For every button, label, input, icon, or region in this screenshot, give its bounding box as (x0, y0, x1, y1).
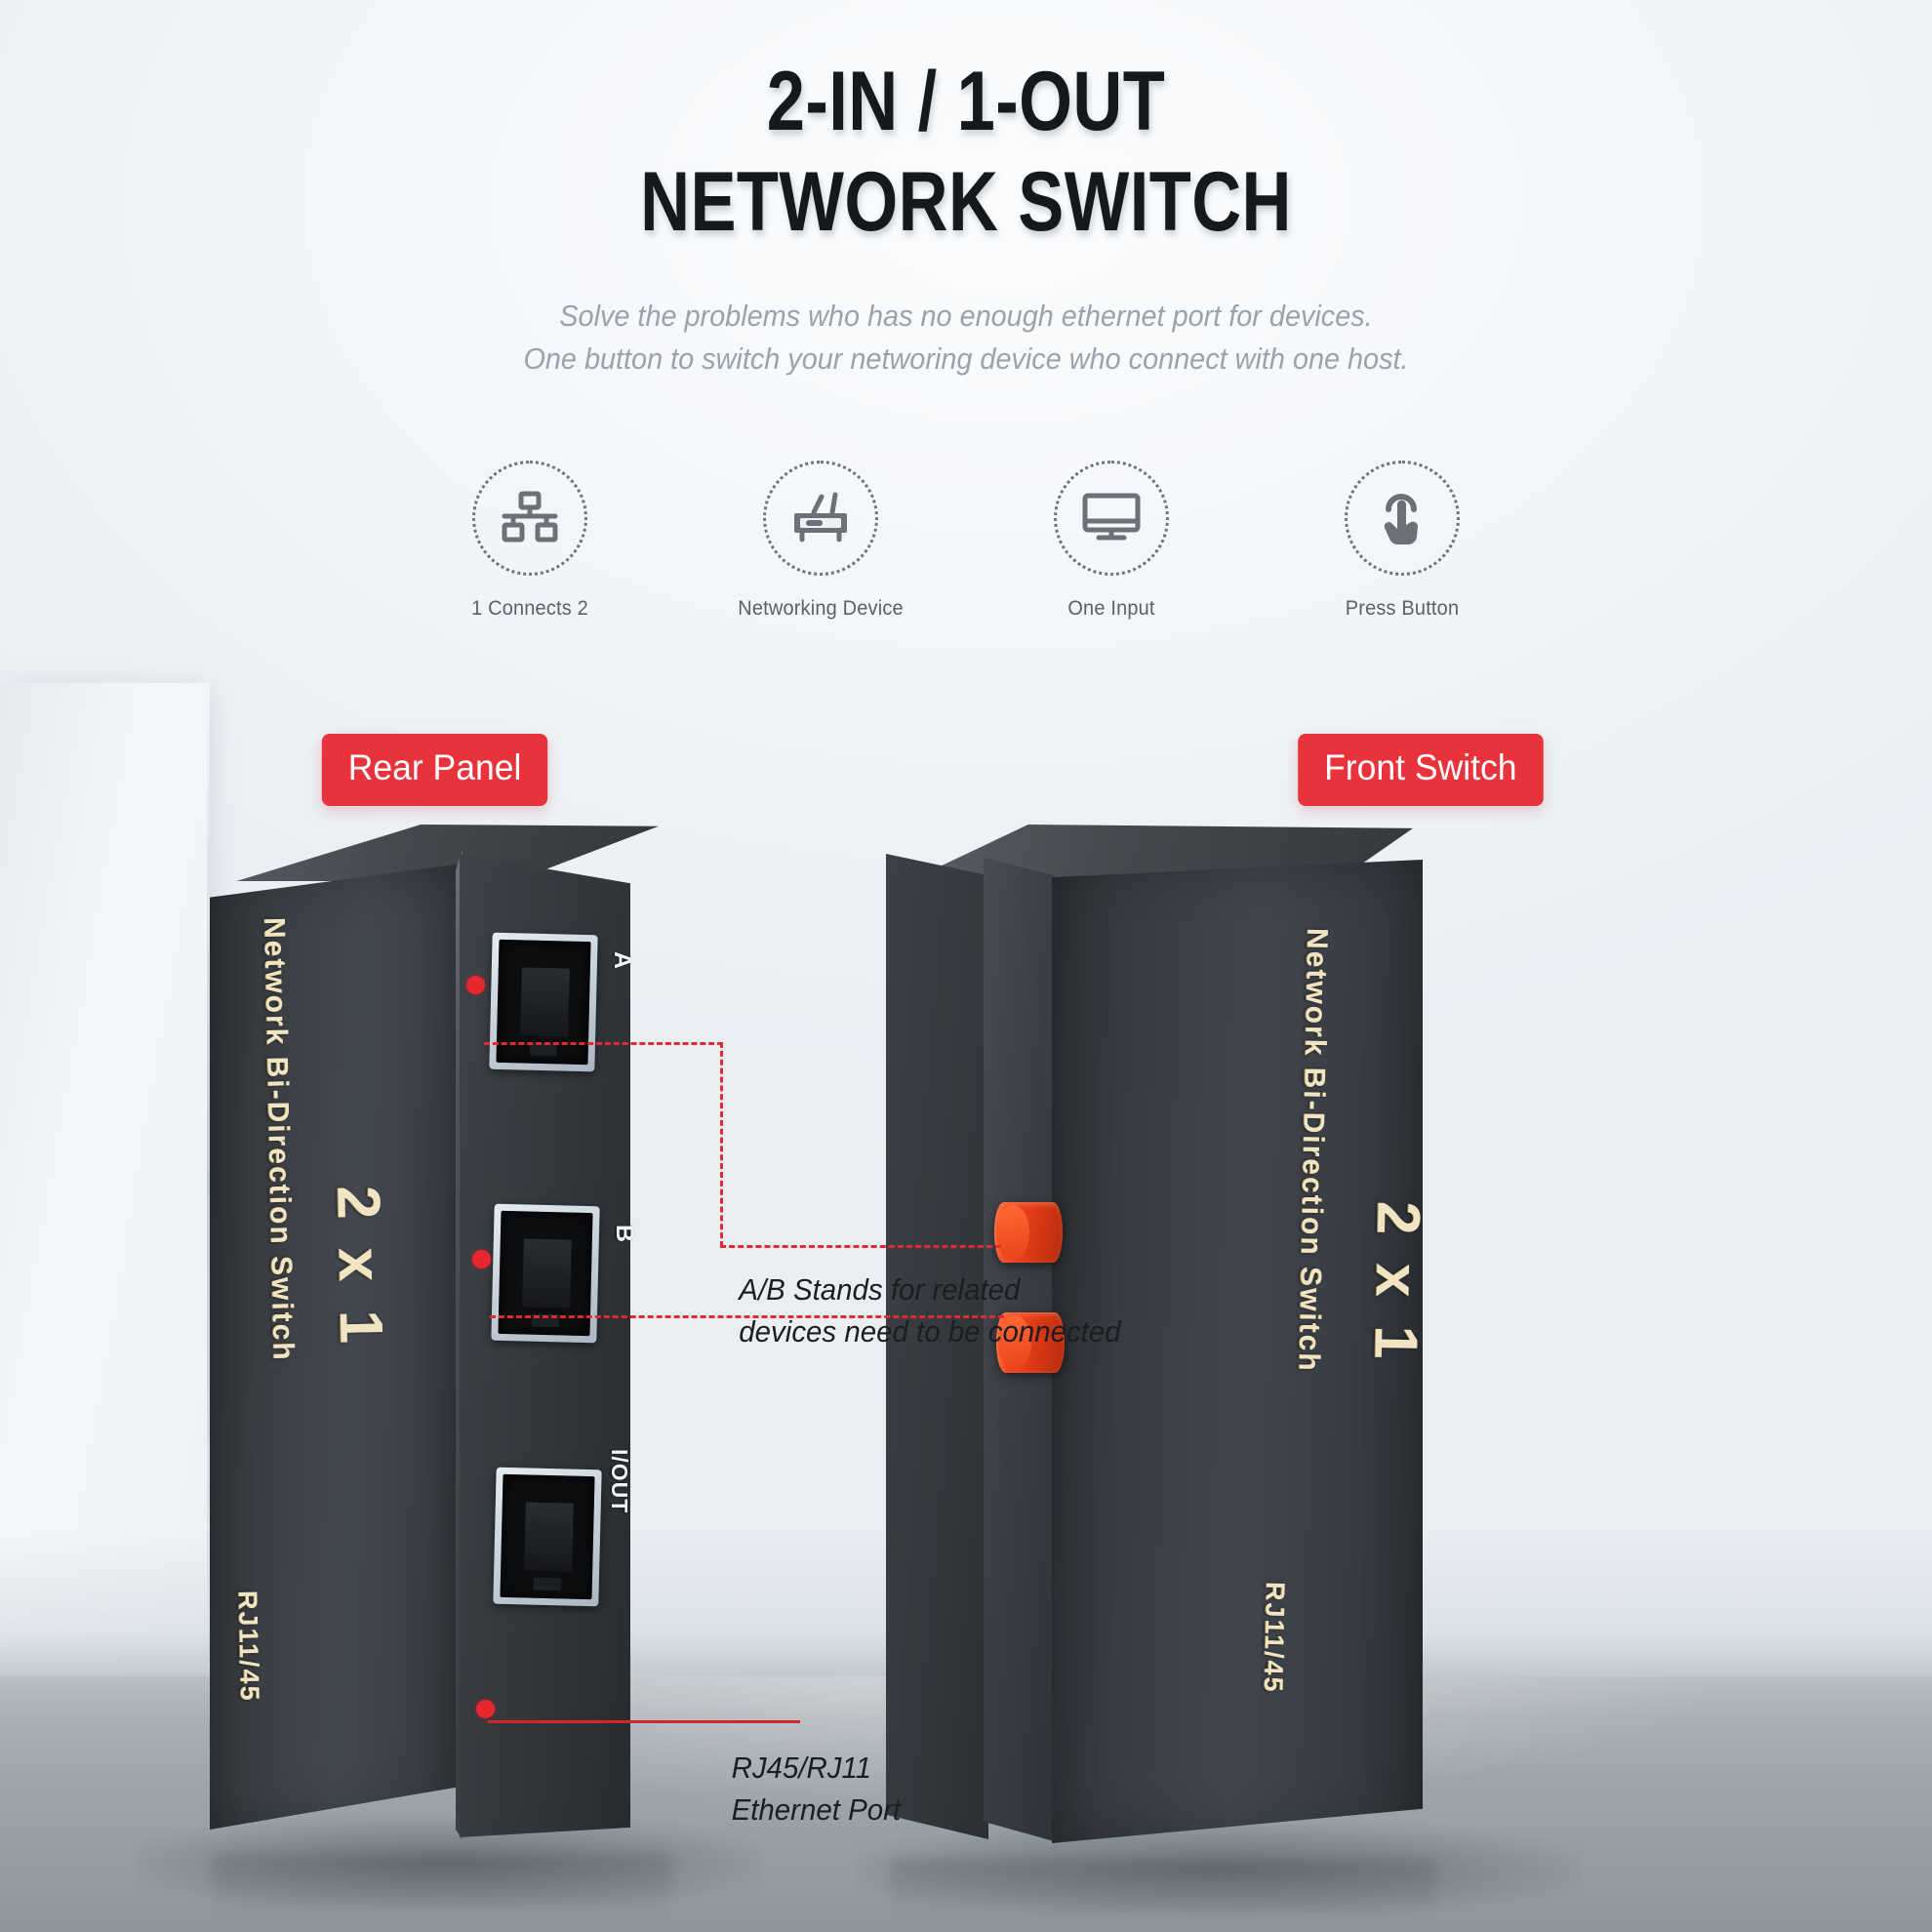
push-button-a[interactable] (994, 1202, 1063, 1263)
page-title-line1: 2-IN / 1-OUT (766, 55, 1166, 148)
leader-line-a-segment2 (720, 1042, 723, 1247)
feature-circle (472, 461, 587, 576)
callout-port-description: RJ45/RJ11 Ethernet Port (732, 1747, 902, 1831)
feature-label: Networking Device (738, 597, 904, 620)
callout-port-line2: Ethernet Port (731, 1792, 902, 1828)
callout-ab-line1: A/B Stands for related (739, 1272, 1021, 1307)
feature-item-press-button: Press Button (1313, 461, 1491, 621)
callout-ab-description: A/B Stands for related devices need to b… (739, 1268, 1120, 1353)
rear-device-large-face: Network Bi-Direction Switch 2 x 1 RJ11/4… (210, 864, 463, 1830)
front-switch-device: Network Bi-Direction Switch 2 x 1 RJ11/4… (878, 825, 1522, 1878)
network-sitemap-icon (500, 491, 560, 545)
feature-label: 1 Connects 2 (471, 597, 588, 620)
monitor-icon (1081, 491, 1142, 545)
rear-panel-device: Network Bi-Direction Switch 2 x 1 RJ11/4… (200, 825, 688, 1869)
feature-circle (1054, 461, 1169, 576)
badge-front-switch: Front Switch (1298, 734, 1544, 806)
leader-dot-port-b (472, 1250, 491, 1268)
badge-rear-panel: Rear Panel (321, 734, 548, 806)
wall-left-panel (0, 683, 210, 1678)
rear-device-corner-edge (456, 850, 463, 1839)
leader-dot-port-a (466, 976, 485, 994)
feature-circle (1345, 461, 1460, 576)
page-subtitle: Solve the problems who has no enough eth… (67, 295, 1864, 381)
port-label-b: B (611, 1225, 638, 1244)
ethernet-port-out[interactable] (493, 1467, 602, 1607)
feature-item-one-input: One Input (1023, 461, 1200, 621)
port-label-out: I/OUT (607, 1449, 632, 1514)
feature-item-1-connects-2: 1 Connects 2 (441, 461, 619, 621)
front-device-large-face: Network Bi-Direction Switch 2 x 1 RJ11/4… (1052, 860, 1423, 1843)
feature-label: One Input (1067, 597, 1155, 620)
page-subtitle-line1: Solve the problems who has no enough eth… (559, 298, 1373, 333)
page-title-line2: NETWORK SWITCH (640, 154, 1292, 249)
ethernet-port-out-socket (500, 1473, 595, 1600)
router-icon (788, 491, 853, 545)
ethernet-port-b[interactable] (491, 1203, 600, 1344)
rear-device-shadow (137, 1817, 761, 1911)
front-model-text: 2 x 1 (1361, 1200, 1432, 1366)
feature-item-networking-device: Networking Device (732, 461, 909, 621)
feature-label: Press Button (1345, 597, 1460, 620)
wall-seam (207, 683, 210, 1678)
front-device-left-face (886, 854, 988, 1839)
front-device-shadow (859, 1823, 1581, 1916)
ethernet-port-a-socket (496, 939, 591, 1066)
front-brand-text: Network Bi-Direction Switch (1292, 927, 1334, 1374)
rear-device-reflection (213, 1854, 671, 1930)
leader-line-b (490, 1315, 1004, 1318)
front-device-reflection (890, 1859, 1436, 1929)
feature-circle (763, 461, 878, 576)
leader-dot-port-out (476, 1700, 495, 1718)
rear-brand-text: Network Bi-Direction Switch (258, 916, 300, 1363)
leader-line-out (488, 1720, 800, 1723)
leader-line-a-segment1 (484, 1042, 723, 1045)
callout-ab-line2: devices need to be connected (739, 1314, 1121, 1349)
callout-port-line1: RJ45/RJ11 (731, 1751, 872, 1785)
leader-line-a-segment3 (720, 1245, 1001, 1248)
rear-model-text: 2 x 1 (324, 1185, 395, 1350)
front-connector-text: RJ11/45 (1258, 1581, 1291, 1694)
hand-tap-icon (1374, 490, 1430, 546)
feature-list: 1 Connects 2 Networking Device (0, 461, 1932, 621)
page-subtitle-line2: One button to switch your networing devi… (523, 341, 1409, 376)
page-header: 2-IN / 1-OUT NETWORK SWITCH Solve the pr… (0, 57, 1932, 381)
ethernet-port-a[interactable] (489, 932, 598, 1072)
rear-connector-text: RJ11/45 (232, 1590, 265, 1703)
push-button-b[interactable] (996, 1312, 1065, 1373)
port-label-a: A (609, 951, 636, 971)
